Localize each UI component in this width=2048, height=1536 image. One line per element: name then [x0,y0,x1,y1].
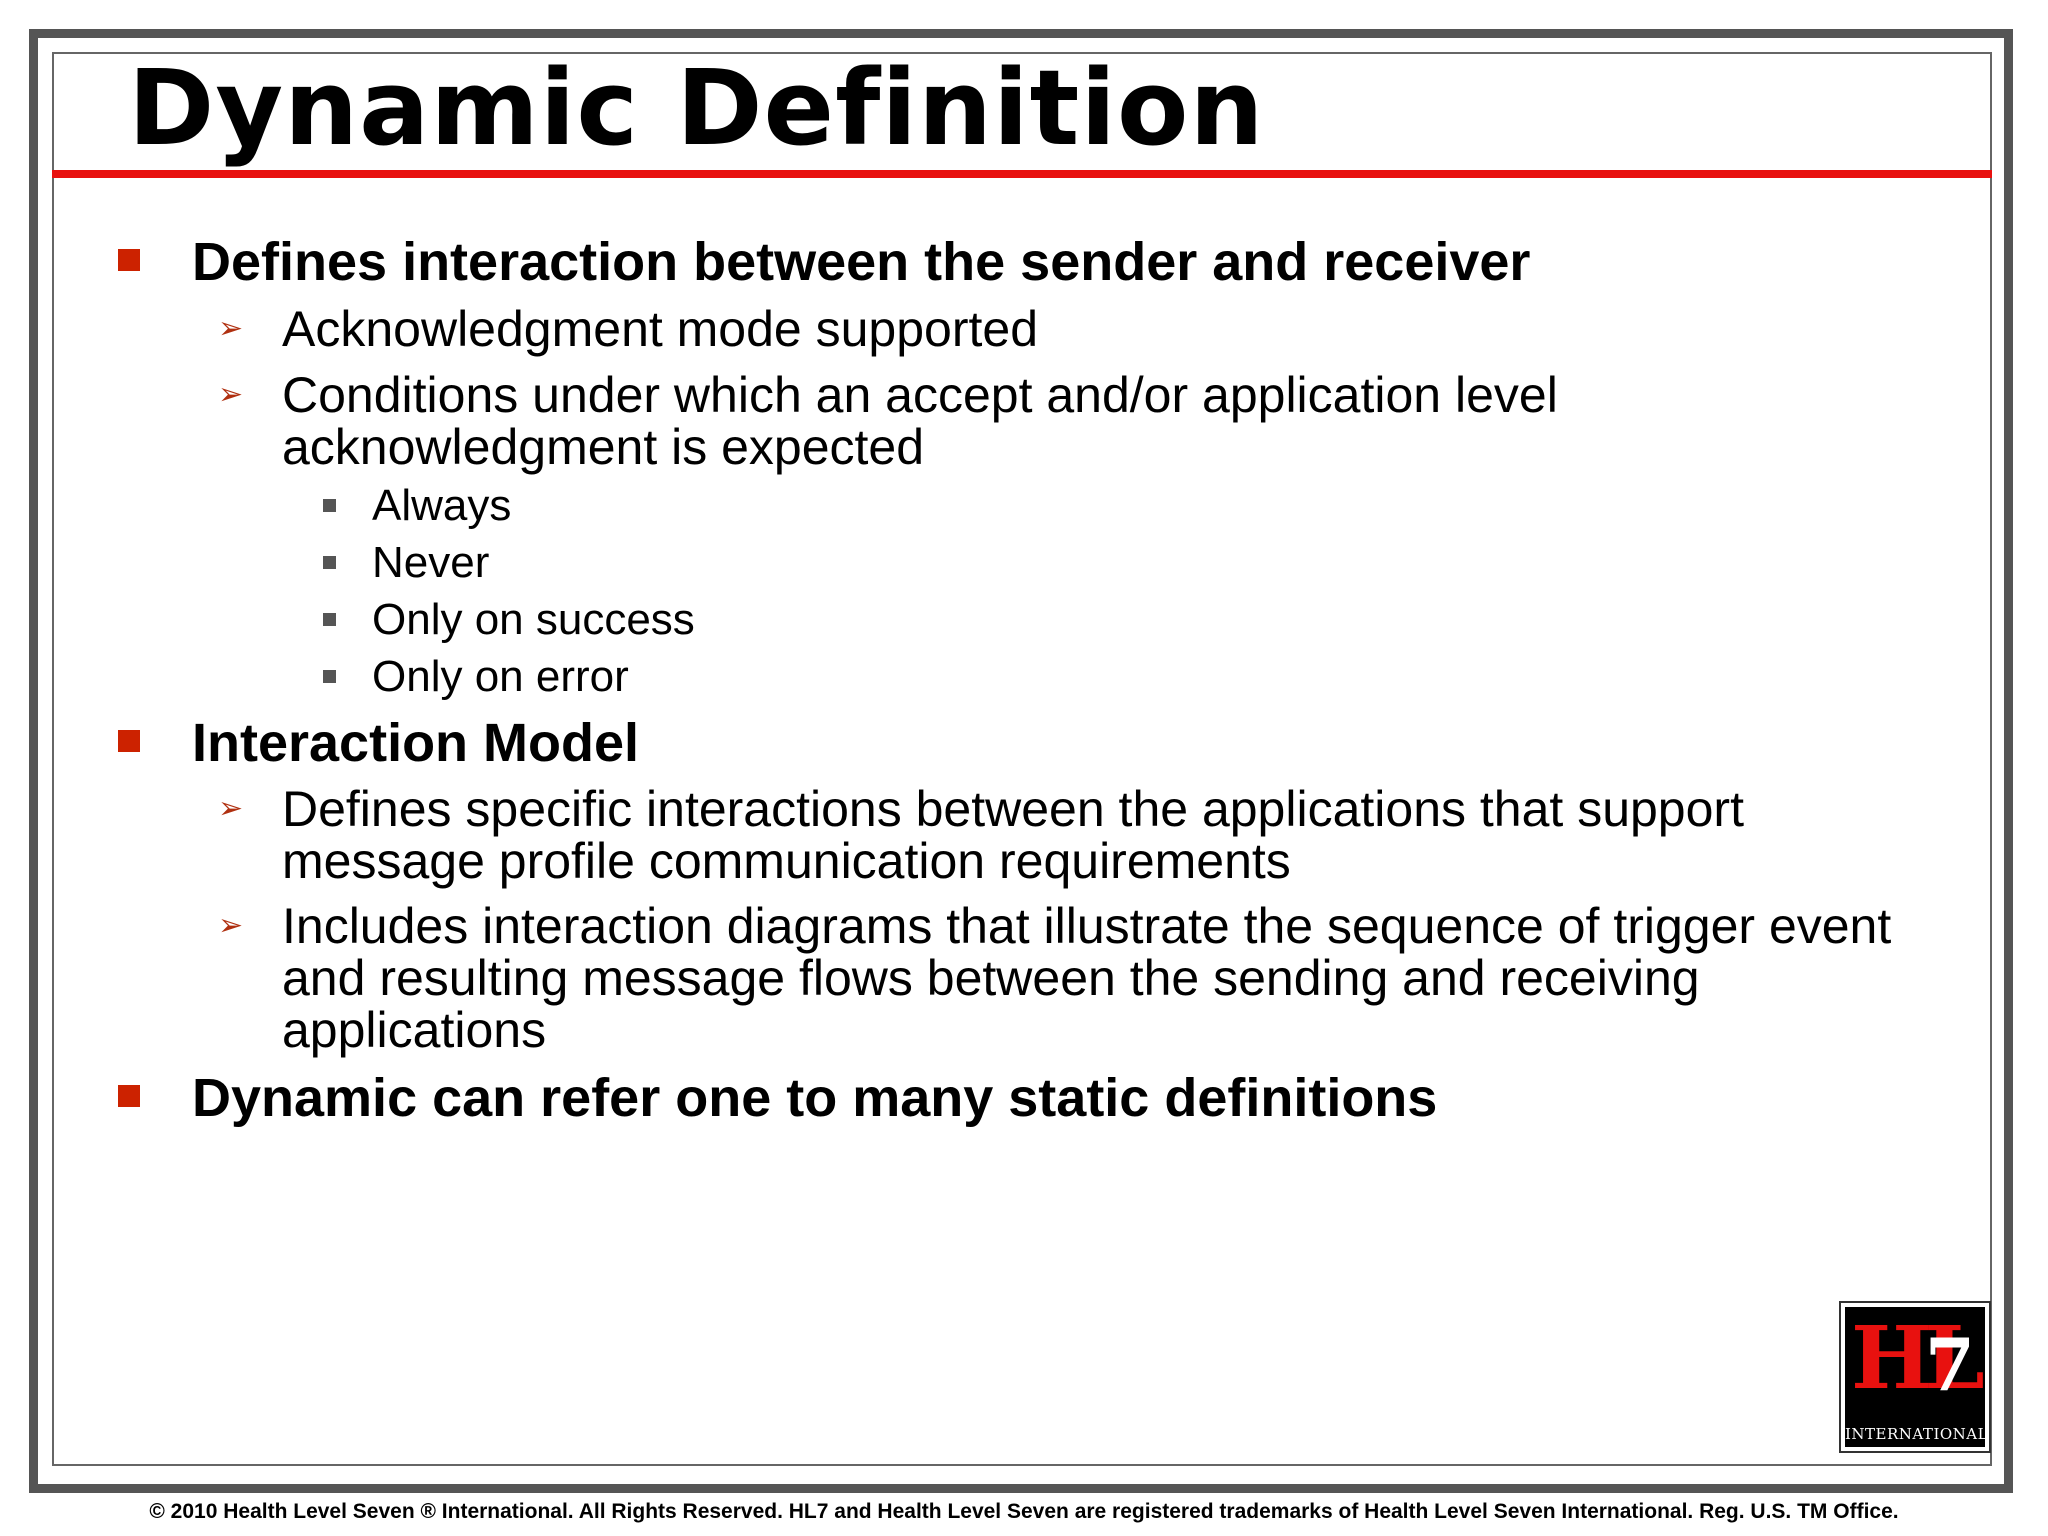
bullet-level3-text: Only on error [372,652,629,701]
bullet-level2-text-line2: acknowledgment is expected [282,419,925,475]
bullet-level2-text: Acknowledgment mode supported [282,301,1039,357]
small-square-bullet-icon [323,670,336,683]
bullet-level3-text: Only on success [372,595,695,644]
arrow-bullet-icon: ➢ [218,311,244,346]
hl7-logo-number: 7 [1924,1322,1975,1407]
bullet-level2-text-line1: Conditions under which an accept and/or … [282,367,1558,423]
square-bullet-icon [118,249,140,271]
hl7-international-logo: HL 7 INTERNATIONAL [1839,1301,1991,1453]
hl7-logo-caption: INTERNATIONAL [1845,1425,1985,1443]
bullet-level1-text: Defines interaction between the sender a… [192,232,1531,292]
bullet-level2-text-line1: Includes interaction diagrams that illus… [282,898,1892,954]
title-underline-rule [52,170,1992,178]
slide-title: Dynamic Definition [128,47,1265,169]
bullet-level2-text-line2: message profile communication requiremen… [282,833,1291,889]
hl7-logo-letters: HL [1851,1308,1985,1409]
arrow-bullet-icon: ➢ [218,377,244,412]
square-bullet-icon [118,730,140,752]
arrow-bullet-icon: ➢ [218,908,244,943]
small-square-bullet-icon [323,499,336,512]
bullet-level2-text-line2: and resulting message flows between the … [282,950,1700,1006]
slide-frame-outer [29,29,2013,1493]
bullet-level2-text-line3: applications [282,1002,547,1058]
hl7-logo-mark: HL 7 INTERNATIONAL [1845,1307,1985,1447]
bullet-level1-text: Dynamic can refer one to many static def… [192,1068,1438,1128]
square-bullet-icon [118,1085,140,1107]
arrow-bullet-icon: ➢ [218,791,244,826]
bullet-level1-text: Interaction Model [192,713,640,773]
slide-frame-inner [52,52,1992,1466]
small-square-bullet-icon [323,556,336,569]
bullet-level3-text: Always [372,481,512,530]
small-square-bullet-icon [323,613,336,626]
copyright-footer: © 2010 Health Level Seven ® Internationa… [149,1500,1899,1523]
bullet-level2-text-line1: Defines specific interactions between th… [282,781,1744,837]
bullet-level3-text: Never [372,538,490,587]
